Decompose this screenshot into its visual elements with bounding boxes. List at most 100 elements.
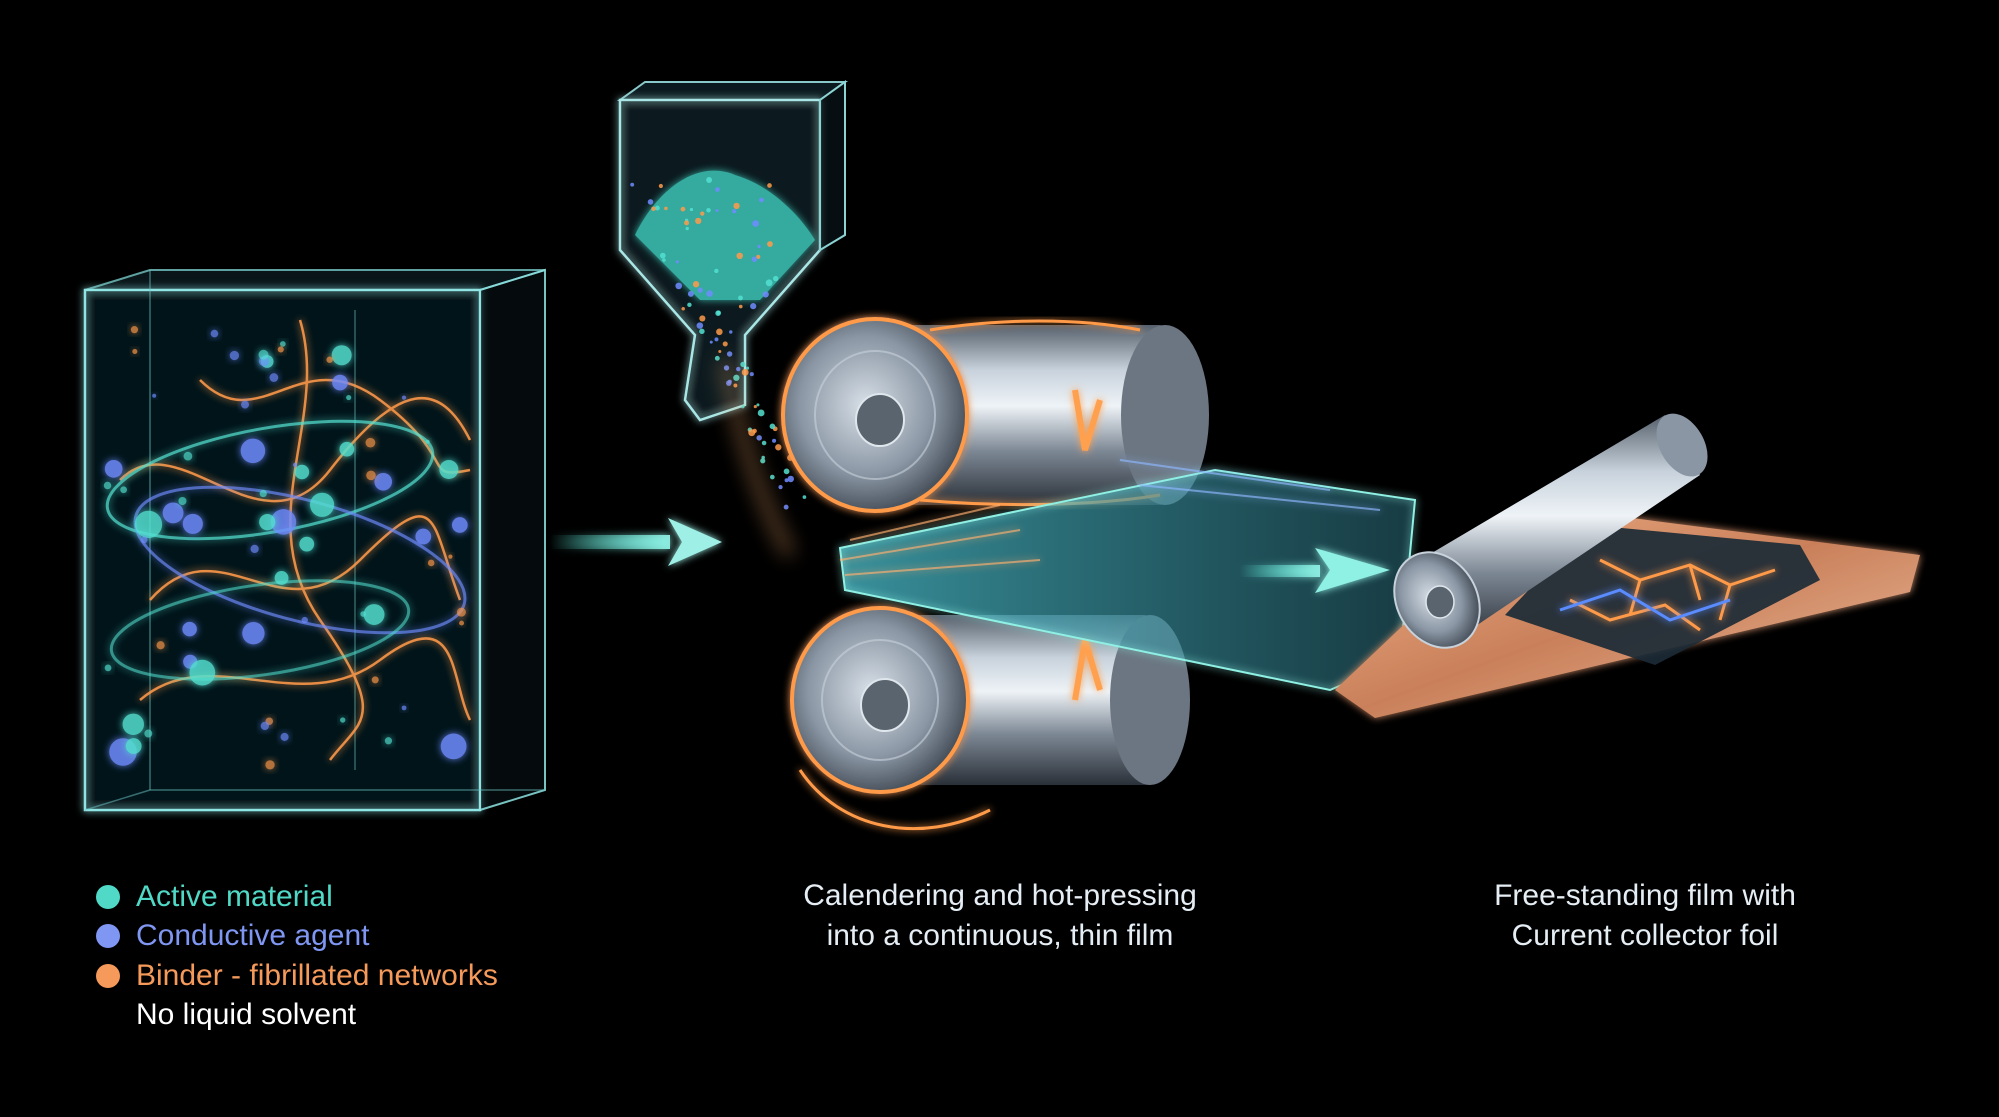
particle (459, 620, 465, 626)
powder-grain (726, 351, 733, 357)
particle (363, 604, 385, 625)
powder-grain (715, 310, 721, 316)
powder-grain (741, 368, 749, 376)
powder-grain (749, 372, 754, 377)
particle (183, 451, 193, 461)
powder-grain (756, 403, 760, 407)
powder-grain (761, 440, 767, 446)
particle (366, 470, 376, 481)
particle (340, 717, 346, 723)
active-material-swatch (96, 884, 120, 909)
powder-grain (756, 435, 762, 441)
particle (122, 713, 144, 735)
legend-item-active-material: Active material (96, 877, 498, 917)
particle (240, 438, 266, 464)
calendering-caption: Calendering and hot-pressing into a cont… (760, 876, 1240, 956)
powder-grain (709, 340, 713, 344)
particle (103, 481, 112, 490)
particle (260, 721, 270, 731)
particle (274, 571, 289, 585)
powder-grain (715, 208, 719, 213)
powder-grain (733, 374, 740, 381)
caption-line: Current collector foil (1511, 919, 1779, 952)
powder-grain (756, 254, 761, 259)
particle (178, 496, 187, 506)
powder-grain (714, 355, 720, 361)
particle (440, 733, 467, 760)
powder-grain (767, 241, 773, 247)
particle (132, 348, 138, 355)
particle (326, 356, 333, 363)
powder-grain (738, 295, 743, 301)
powder-grain (700, 211, 705, 216)
particle (182, 621, 197, 637)
particle (265, 760, 275, 770)
particle (346, 394, 352, 401)
powder-grain (675, 282, 683, 290)
lamination-roller (1393, 413, 1708, 649)
particle (374, 472, 393, 491)
powder-grain (767, 183, 772, 188)
powder-grain (753, 405, 757, 409)
particle (332, 374, 348, 391)
particle (162, 502, 184, 524)
rotation-arrow-icon (1072, 389, 1103, 451)
powder-grain (675, 260, 679, 264)
binder-swatch (96, 963, 120, 988)
powder-grain (757, 409, 765, 417)
powder-grain (662, 258, 666, 262)
particle (229, 350, 240, 361)
particle (360, 611, 366, 617)
powder-grain (654, 205, 660, 211)
powder-grain (783, 504, 789, 510)
particle (299, 536, 315, 552)
powder-grain (687, 290, 694, 297)
particle (250, 544, 259, 554)
particle (301, 616, 308, 624)
feed-arrow (550, 518, 722, 566)
mixing-box (83, 268, 546, 812)
particle (189, 659, 216, 686)
powder-grain (778, 484, 783, 490)
particle (371, 676, 379, 684)
particle (241, 400, 250, 409)
result-caption: Free-standing film with Current collecto… (1430, 876, 1860, 956)
powder-grain (759, 197, 764, 203)
particle (331, 345, 352, 366)
particle (456, 607, 466, 617)
powder-grain (722, 341, 728, 347)
powder-grain (746, 366, 750, 370)
powder-grain (715, 187, 720, 192)
powder-grain (658, 183, 663, 189)
particle (294, 464, 310, 480)
particle (427, 559, 435, 567)
powder-grain (731, 209, 737, 214)
caption-line: Calendering and hot-pressing (803, 879, 1197, 912)
top-roller (781, 317, 1209, 513)
powder-grain (736, 366, 741, 372)
powder-grain (716, 328, 723, 336)
particle (425, 439, 430, 444)
powder-grain (689, 207, 694, 212)
particle (182, 513, 203, 534)
powder-grain (714, 337, 719, 342)
powder-grain (736, 252, 743, 260)
powder-grain (762, 291, 769, 298)
particle (120, 486, 128, 494)
powder-grain (706, 177, 713, 183)
powder-grain (699, 315, 706, 322)
powder-grain (684, 220, 690, 226)
powder-grain (718, 349, 722, 353)
legend-label: Conductive agent (136, 919, 370, 953)
powder-grain (687, 302, 692, 308)
powder-grain (752, 220, 760, 227)
particle (270, 509, 297, 535)
powder-grain (773, 275, 779, 282)
particle (309, 492, 335, 517)
powder-grain (802, 495, 807, 499)
powder-grain (695, 217, 702, 225)
particle-cloud (103, 326, 468, 770)
particle (269, 373, 279, 382)
powder-grain (772, 438, 777, 443)
